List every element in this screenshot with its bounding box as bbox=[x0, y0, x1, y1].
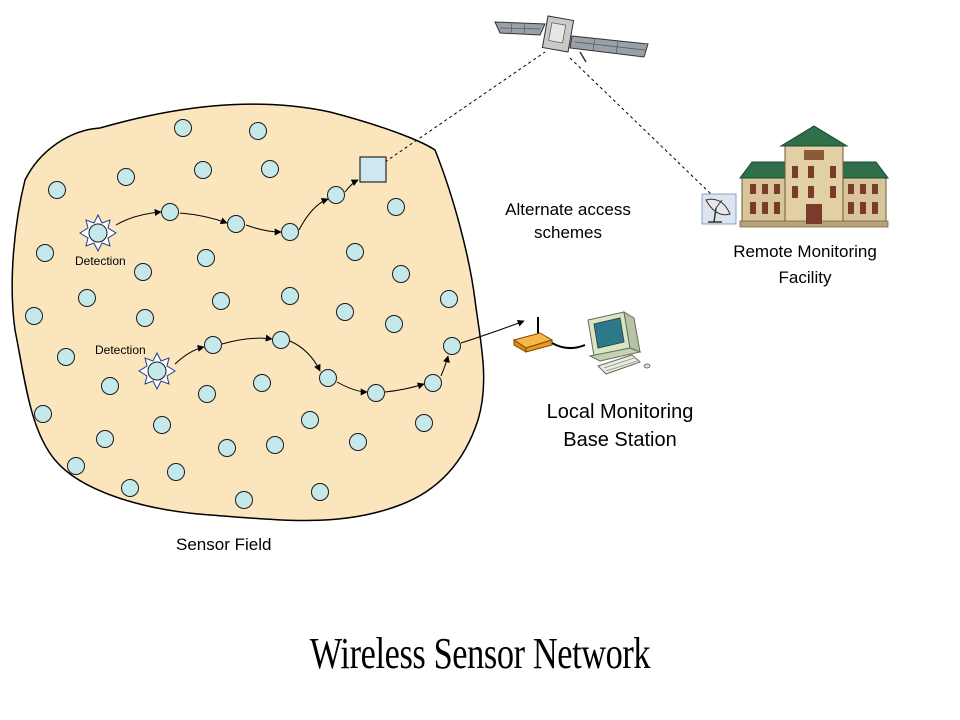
alternate-access-line1: Alternate access bbox=[505, 200, 631, 219]
sensor-node bbox=[36, 244, 54, 262]
route-hop-arrow bbox=[384, 382, 425, 393]
sensor-node bbox=[198, 385, 216, 403]
sensor-node bbox=[253, 374, 271, 392]
sensor-node bbox=[281, 287, 299, 305]
route-hop-arrow bbox=[221, 334, 273, 345]
alternate-access-line2: schemes bbox=[533, 223, 603, 242]
remote-monitoring-line1: Remote Monitoring bbox=[733, 242, 877, 261]
sensor-node bbox=[266, 436, 284, 454]
route-hop-arrow bbox=[245, 224, 282, 236]
satellite-dish-icon bbox=[701, 193, 737, 225]
sensor-node bbox=[443, 337, 461, 355]
sensor-node bbox=[96, 430, 114, 448]
sensor-node bbox=[281, 223, 299, 241]
sensor-node bbox=[153, 416, 171, 434]
route-hop-arrow bbox=[289, 340, 321, 372]
detection-label-upper: Detection bbox=[75, 254, 126, 268]
route-hop-arrow bbox=[344, 179, 359, 193]
upper-route bbox=[115, 179, 359, 236]
local-monitoring-line1: Local Monitoring bbox=[546, 401, 694, 423]
local-monitoring-line2: Base Station bbox=[563, 429, 677, 451]
route-hop-arrow bbox=[336, 381, 368, 396]
router-icon bbox=[512, 317, 554, 353]
sensor-field-area bbox=[11, 103, 485, 522]
sensor-node bbox=[218, 439, 236, 457]
satellite-downlink-line bbox=[569, 57, 713, 196]
sensor-node bbox=[194, 161, 212, 179]
sensor-node bbox=[327, 186, 345, 204]
sensor-node bbox=[212, 292, 230, 310]
sensor-node bbox=[25, 307, 43, 325]
sensor-node bbox=[311, 483, 329, 501]
sensor-node bbox=[346, 243, 364, 261]
sensor-field-label: Sensor Field bbox=[176, 535, 272, 554]
remote-monitoring-label: Remote Monitoring Facility bbox=[710, 239, 900, 291]
sensor-node bbox=[387, 198, 405, 216]
diagram-title: Wireless Sensor Network bbox=[309, 629, 651, 678]
satellite-icon bbox=[494, 15, 649, 63]
base-station-link-arrow bbox=[460, 319, 525, 344]
sensor-node bbox=[67, 457, 85, 475]
sensor-node bbox=[34, 405, 52, 423]
sensor-node bbox=[48, 181, 66, 199]
sensor-node bbox=[336, 303, 354, 321]
sensor-node bbox=[319, 369, 337, 387]
sensor-node bbox=[78, 289, 96, 307]
route-hop-arrow bbox=[115, 208, 162, 226]
sensor-node bbox=[121, 479, 139, 497]
sensor-node bbox=[272, 331, 290, 349]
sensor-node bbox=[301, 411, 319, 429]
sensor-node bbox=[440, 290, 458, 308]
sensor-node bbox=[204, 336, 222, 354]
detection-event-icon bbox=[79, 213, 117, 253]
lower-route bbox=[174, 319, 525, 396]
route-hop-arrow bbox=[174, 344, 205, 365]
computer-icon bbox=[587, 311, 651, 375]
local-monitoring-label: Local Monitoring Base Station bbox=[520, 398, 720, 454]
gateway-node bbox=[359, 156, 387, 183]
sensor-node bbox=[57, 348, 75, 366]
building-icon bbox=[739, 125, 889, 228]
sensor-node bbox=[174, 119, 192, 137]
sensor-node bbox=[367, 384, 385, 402]
sensor-node bbox=[424, 374, 442, 392]
sensor-node bbox=[136, 309, 154, 327]
sensor-node bbox=[227, 215, 245, 233]
route-hop-arrow bbox=[440, 355, 450, 377]
route-hop-arrow bbox=[179, 212, 228, 225]
sensor-node bbox=[101, 377, 119, 395]
sensor-node bbox=[235, 491, 253, 509]
sensor-node bbox=[249, 122, 267, 140]
sensor-node bbox=[167, 463, 185, 481]
sensor-node bbox=[392, 265, 410, 283]
network-cable bbox=[551, 342, 586, 349]
route-hop-arrow bbox=[298, 197, 329, 231]
sensor-node bbox=[197, 249, 215, 267]
sensor-node bbox=[161, 203, 179, 221]
detection-event-icon bbox=[138, 351, 176, 391]
sensor-node bbox=[415, 414, 433, 432]
sensor-node bbox=[117, 168, 135, 186]
sensor-node bbox=[134, 263, 152, 281]
sensor-nodes bbox=[25, 119, 461, 509]
sensor-node bbox=[349, 433, 367, 451]
sensor-node bbox=[261, 160, 279, 178]
sensor-node bbox=[385, 315, 403, 333]
remote-monitoring-line2: Facility bbox=[778, 268, 832, 287]
detection-label-lower: Detection bbox=[95, 343, 146, 357]
alternate-access-label: Alternate access schemes bbox=[478, 198, 658, 244]
satellite-uplink-line bbox=[384, 51, 546, 163]
